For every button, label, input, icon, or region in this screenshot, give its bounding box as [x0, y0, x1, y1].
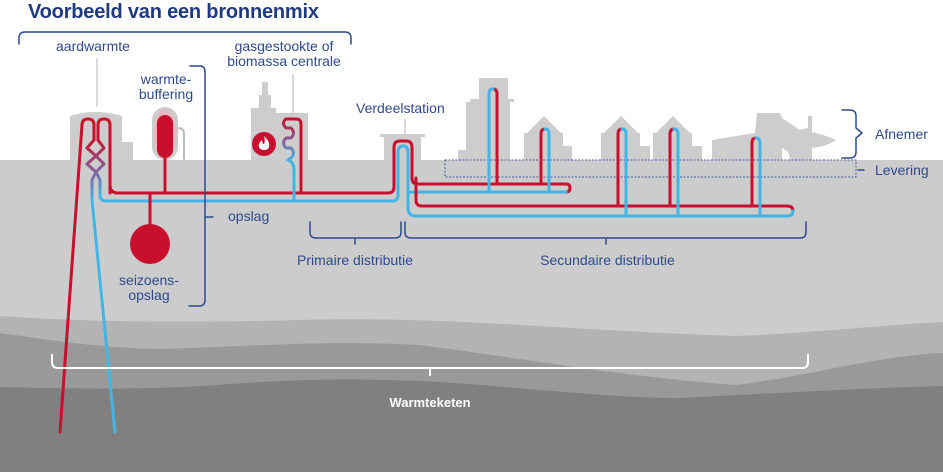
label-afnemer: Afnemer: [875, 126, 928, 142]
secondary-return-pipe: [406, 188, 795, 218]
cold-well-pipe: [90, 198, 117, 434]
central-plant-supply: [284, 117, 303, 195]
industrial-building: [712, 113, 836, 160]
bronnenmix-bracket: [18, 31, 352, 45]
levering-zone: [444, 159, 857, 178]
tall-building-loop-return: [487, 87, 495, 194]
label-centrale: gasgestookte of biomassa centrale: [222, 39, 346, 69]
label-warmteketen: Warmteketen: [389, 395, 471, 410]
ground-layer-4: [0, 379, 943, 472]
label-centrale-line2: biomassa centrale: [227, 53, 341, 69]
tall-building: [458, 78, 514, 160]
opslag-bracket: [188, 65, 214, 307]
diagram-title: Voorbeeld van een bronnenmix: [28, 1, 319, 23]
flame-icon: [252, 132, 276, 156]
secundaire-bracket: [404, 221, 807, 245]
buffer-tank: [157, 115, 173, 158]
label-primaire-distributie: Primaire distributie: [297, 252, 413, 268]
house-1-loop-return: [543, 127, 551, 194]
label-verdeelstation: Verdeelstation: [356, 100, 445, 116]
house-3-loop-return: [672, 127, 680, 218]
secondary-supply-pipe: [414, 176, 795, 213]
central-plant-coil: [282, 117, 295, 162]
warmteketen-bracket: [51, 354, 809, 376]
geothermal-wells: [58, 117, 117, 434]
label-seizoensopslag: seizoens- opslag: [116, 273, 182, 303]
label-seizoensopslag-line2: opslag: [128, 287, 170, 303]
label-warmtebuffering: warmte- buffering: [134, 72, 198, 102]
hot-well-pipe: [58, 117, 96, 434]
seasonal-storage-tank: [130, 224, 170, 264]
primaire-bracket: [309, 221, 402, 245]
label-opslag: opslag: [228, 208, 270, 224]
label-warmtebuffering-line2: buffering: [138, 86, 194, 102]
well-heat-exchanger: [85, 138, 98, 202]
exchanger-2: [94, 138, 106, 197]
central-plant-return: [286, 158, 296, 203]
label-levering: Levering: [875, 162, 929, 178]
primary-supply-pipe: [108, 139, 572, 195]
industrial-loop-return: [754, 136, 762, 218]
buffer-tank-pipe: [177, 127, 185, 160]
house-2-loop-return: [620, 127, 628, 218]
hot-loop-geothermal: [96, 117, 112, 195]
label-seizoensopslag-line1: seizoens-: [119, 272, 179, 288]
label-aardwarmte: aardwarmte: [56, 38, 130, 54]
label-centrale-line1: gasgestookte of: [234, 38, 334, 54]
label-warmtebuffering-line1: warmte-: [140, 71, 192, 87]
label-secundaire-distributie: Secundaire distributie: [540, 252, 675, 268]
afnemer-bracket: [841, 109, 863, 159]
